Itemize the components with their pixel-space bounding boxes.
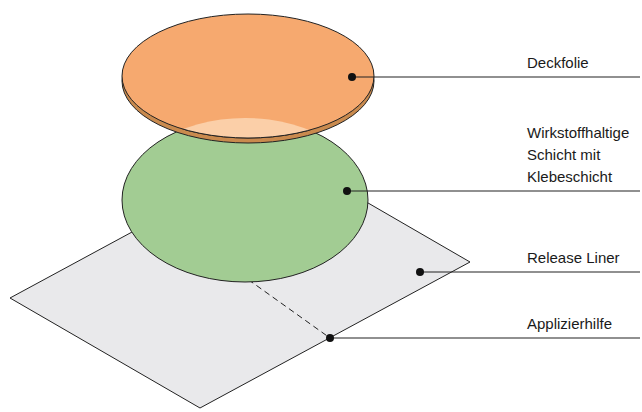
part-label: Applizierhilfe [527,313,639,335]
leader-lines [330,77,640,338]
leader-dots [326,73,424,342]
part-label: Release Liner [527,247,639,269]
cover-film [122,14,374,138]
part-label: Wirkstoffhaltige Schicht mit Klebeschich… [527,122,639,188]
cover-film-overlap [122,14,374,138]
part-label: Deckfolie [527,52,639,74]
